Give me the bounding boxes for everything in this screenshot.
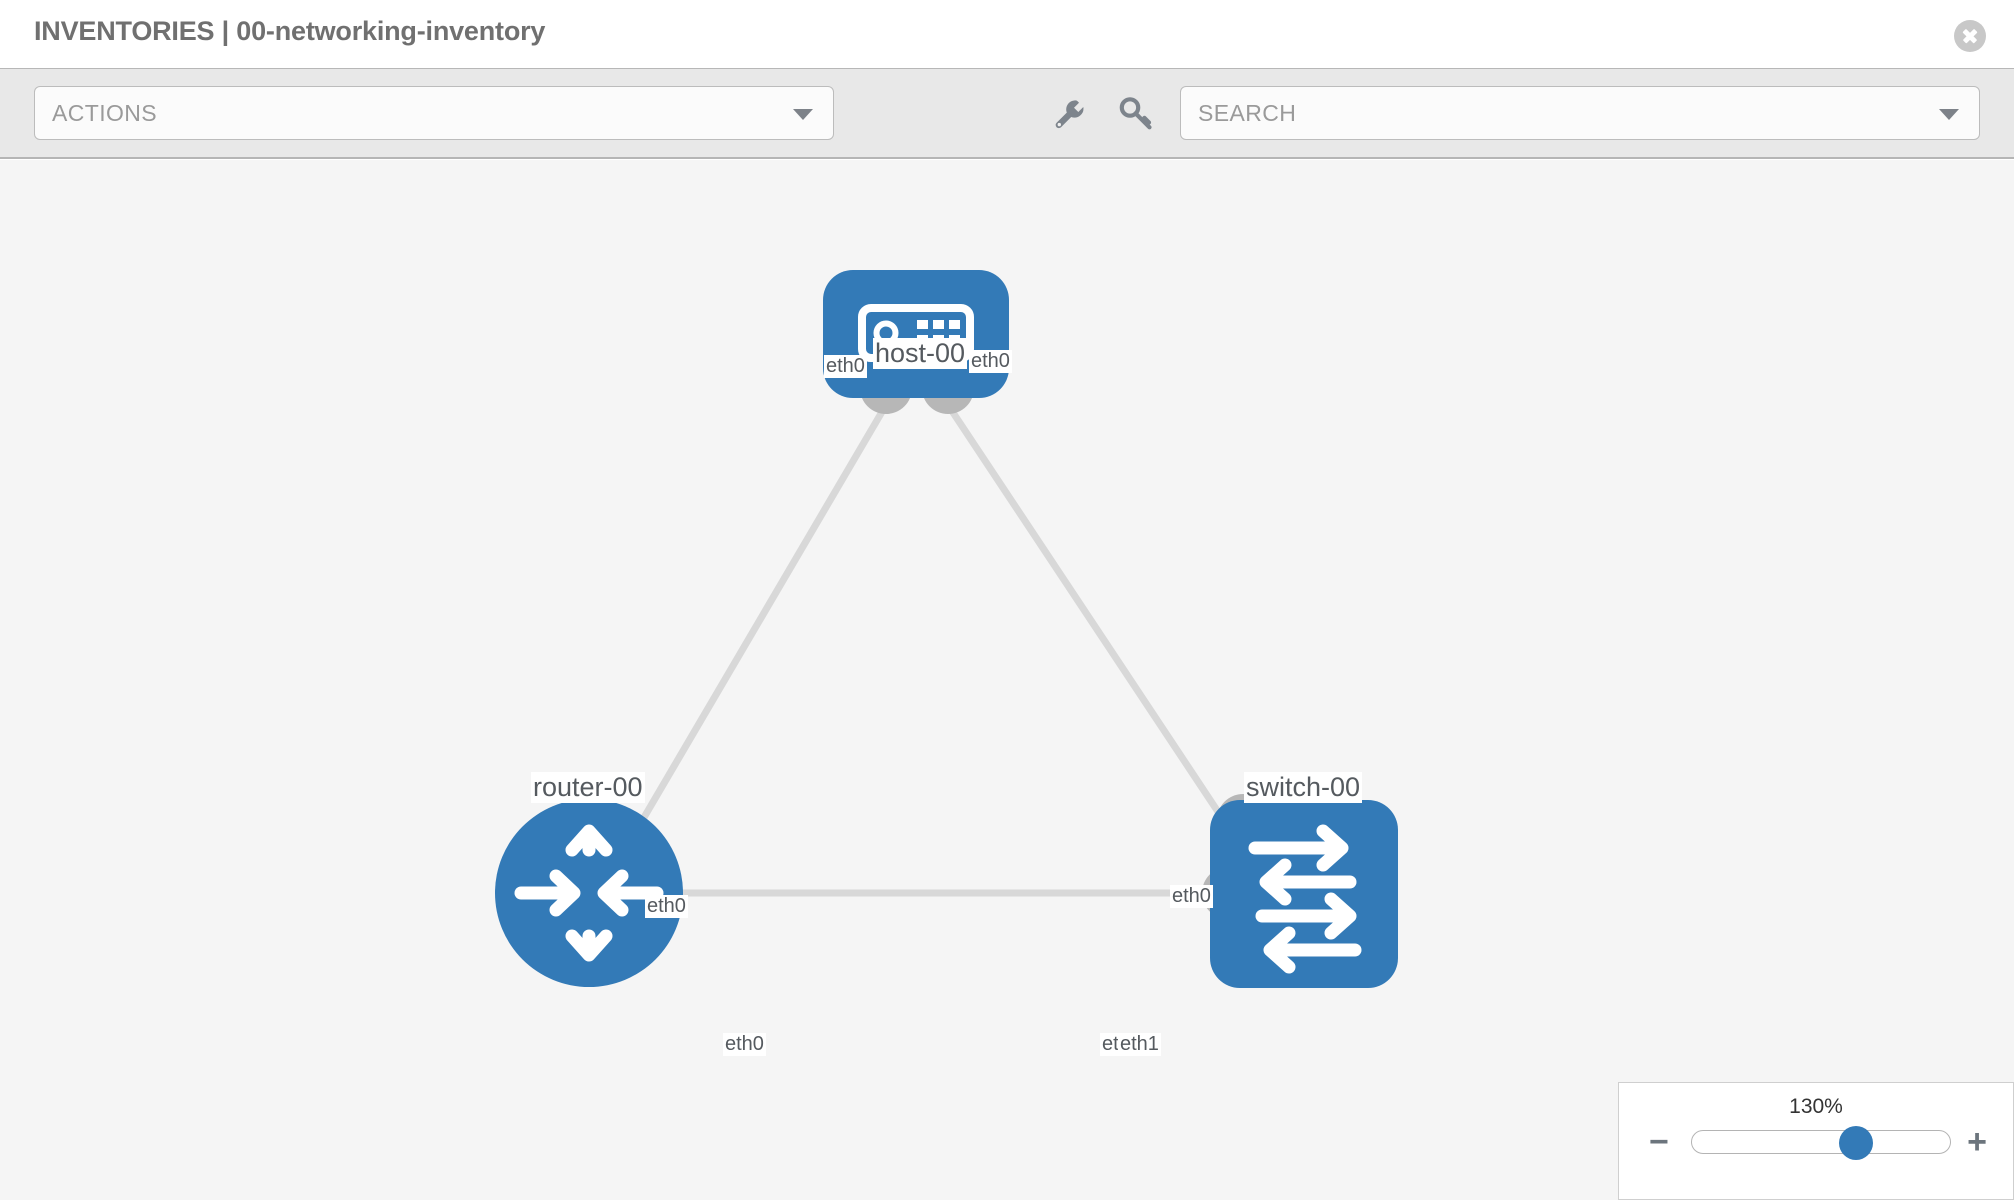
- node-label-switch-00: switch-00: [1244, 772, 1363, 803]
- wrench-icon[interactable]: [1049, 94, 1087, 132]
- node-router-00[interactable]: [495, 799, 683, 987]
- node-switch-00[interactable]: [1210, 800, 1398, 988]
- router-arrows-icon: [514, 824, 664, 962]
- zoom-slider-thumb[interactable]: [1838, 1126, 1873, 1160]
- zoom-percent-label: 130%: [1789, 1095, 1843, 1118]
- page-header: INVENTORIES | 00-networking-inventory: [0, 0, 2014, 69]
- topology-graph: [495, 270, 1398, 988]
- iface-label-switch00-uplink: eth0: [1170, 885, 1213, 908]
- close-icon[interactable]: [1954, 20, 1986, 52]
- key-icon[interactable]: [1117, 94, 1155, 132]
- iface-label-switch00-eth1: eth1: [1118, 1033, 1161, 1056]
- search-input-placeholder: SEARCH: [1198, 100, 1297, 126]
- iface-label-host00-right: eth0: [969, 350, 1012, 373]
- edge-host00-router00[interactable]: [615, 403, 890, 862]
- key-icon-svg: [1119, 97, 1152, 130]
- zoom-control: 130% − +: [1618, 1082, 2014, 1200]
- topology-canvas[interactable]: host-00 router-00 switch-00 eth0 eth0 et…: [0, 160, 2014, 1200]
- toolbar: ACTIONS SEARCH: [0, 69, 2014, 159]
- page-title: INVENTORIES | 00-networking-inventory: [34, 16, 546, 46]
- iface-label-host00-left: eth0: [824, 355, 867, 378]
- zoom-out-button[interactable]: −: [1649, 1123, 1669, 1161]
- zoom-in-button[interactable]: +: [1967, 1123, 1987, 1161]
- zoom-slider-track[interactable]: [1691, 1126, 1951, 1160]
- wrench-icon-svg: [1055, 100, 1084, 129]
- switch-arrows-icon: [1248, 824, 1362, 974]
- node-host-00[interactable]: [823, 270, 1009, 398]
- iface-label-router00-uplink: eth0: [645, 895, 688, 918]
- iface-label-router00-eth0: eth0: [723, 1033, 766, 1056]
- actions-dropdown[interactable]: ACTIONS: [34, 86, 834, 140]
- search-dropdown[interactable]: SEARCH: [1180, 86, 1980, 140]
- chevron-down-icon: [793, 109, 813, 120]
- edge-host00-switch00[interactable]: [945, 403, 1253, 862]
- actions-dropdown-label: ACTIONS: [52, 100, 158, 126]
- node-label-host-00: host-00: [873, 338, 968, 369]
- node-label-router-00: router-00: [531, 772, 645, 803]
- chevron-down-icon: [1939, 109, 1959, 120]
